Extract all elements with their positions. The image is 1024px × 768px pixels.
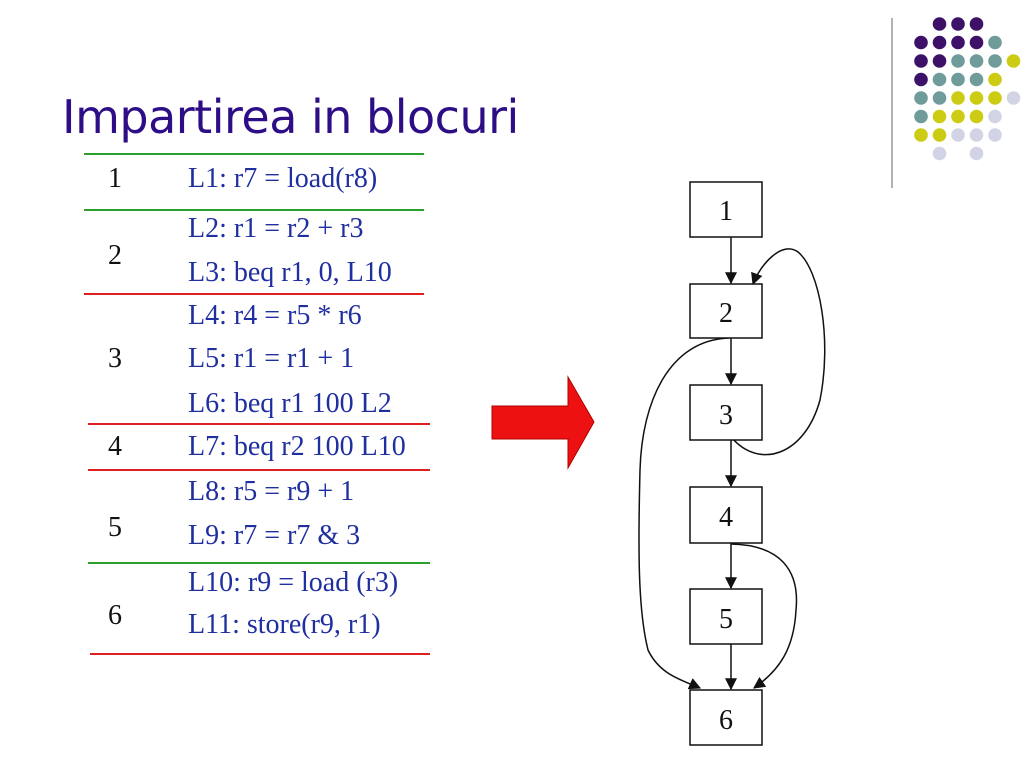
decorative-dot [969,128,984,142]
decorative-dot [988,72,1002,87]
decorative-dot [951,17,965,31]
block-number: 5 [108,512,122,543]
block-number: 1 [108,163,122,194]
decorative-dot [988,54,1002,68]
decorative-dot [932,54,947,68]
control-flow-graph: 1 2 3 4 5 6 [638,181,826,746]
cfg-edge-3-2 [731,248,826,456]
decorative-dot [951,91,965,105]
decorative-dot [932,17,947,31]
cfg-node-label: 5 [719,604,733,635]
decorative-dot [932,72,947,87]
cfg-node-2: 2 [689,283,763,339]
instruction-line: L3: beq r1, 0, L10 [188,257,392,288]
block-number: 2 [108,240,122,271]
cfg-node-6: 6 [689,689,763,746]
slide-title: Impartirea in blocuri [62,90,519,144]
instruction-line: L1: r7 = load(r8) [188,163,378,194]
decorative-dot [951,54,965,68]
instruction-line: L7: beq r2 100 L10 [188,431,406,462]
decorative-dot [969,109,984,124]
separator-1-2 [84,209,424,211]
decorative-dot [969,146,984,161]
decorative-dot-pattern [891,17,1021,188]
decorative-dot [932,91,947,105]
decorative-dot [969,72,984,87]
block-number: 4 [108,431,122,462]
decorative-dot [988,35,1002,50]
cfg-node-label: 6 [719,705,733,736]
right-arrow-icon [491,375,595,470]
instruction-line: L4: r4 = r5 * r6 [188,300,362,331]
separator-4-5 [88,469,430,471]
cfg-node-label: 1 [719,196,733,227]
instruction-line: L8: r5 = r9 + 1 [188,476,355,507]
decorative-dot [988,109,1002,124]
decorative-dot [932,128,947,142]
decorative-dot [988,91,1002,105]
decorative-dot [932,109,947,124]
decorative-dot [1006,54,1021,68]
separator-5-6 [88,562,430,564]
cfg-node-1: 1 [689,181,763,238]
decorative-dot [932,146,947,161]
separator-top [84,153,424,155]
decorative-dot [988,128,1002,142]
decorative-dot [1006,91,1021,105]
decorative-dot [914,54,928,68]
cfg-node-4: 4 [689,486,763,544]
decorative-dot [914,91,928,105]
decorative-dot [932,35,947,50]
decorative-dot [914,35,928,50]
decorative-dot [951,128,965,142]
decorative-dot [951,109,965,124]
cfg-node-3: 3 [689,384,763,441]
decorative-dot [914,109,928,124]
decorative-dot [969,91,984,105]
block-number: 6 [108,600,122,631]
instruction-line: L10: r9 = load (r3) [188,567,399,598]
separator-2-3 [84,293,424,295]
cfg-edge-2-6 [638,337,730,690]
instruction-line: L2: r1 = r2 + r3 [188,213,364,244]
decorative-dot [969,17,984,31]
cfg-node-label: 3 [719,400,733,431]
separator-3-4 [88,423,430,425]
decorative-dot [969,54,984,68]
cfg-node-label: 4 [719,502,733,533]
decorative-dot [914,128,928,142]
block-number: 3 [108,343,122,374]
instruction-line: L9: r7 = r7 & 3 [188,520,361,551]
decorative-dot [951,35,965,50]
decorative-dot [951,72,965,87]
separator-bottom [90,653,430,655]
cfg-edge-4-6 [730,543,798,689]
instruction-line: L5: r1 = r1 + 1 [188,343,355,374]
instruction-line: L6: beq r1 100 L2 [188,388,392,419]
cfg-node-label: 2 [719,298,733,329]
decorative-dot [969,35,984,50]
instruction-line: L11: store(r9, r1) [188,609,381,640]
decorative-dot [914,72,928,87]
cfg-node-5: 5 [689,588,763,645]
